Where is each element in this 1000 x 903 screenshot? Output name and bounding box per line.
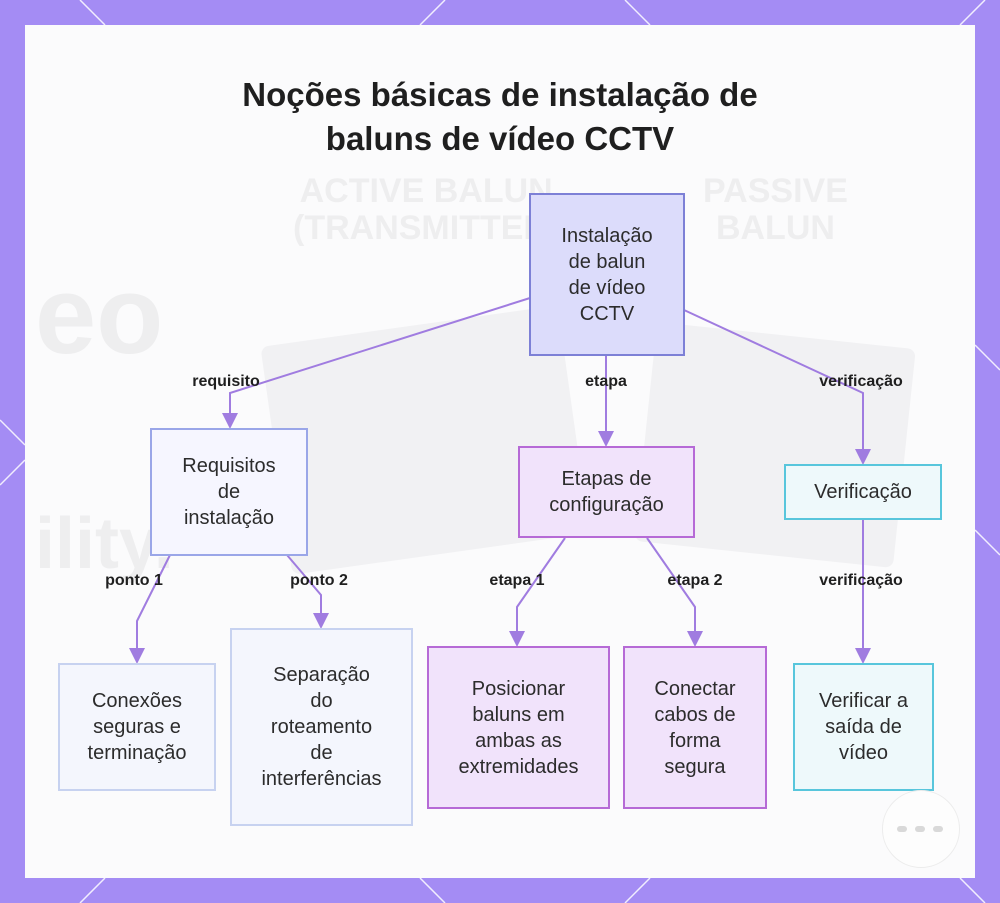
edge-label-verificacao: verificação	[819, 373, 903, 390]
watermark-deo: eo	[35, 254, 164, 377]
edge-etapas-conectar	[646, 537, 703, 647]
edge-label-etapa-1: etapa 1	[489, 572, 545, 589]
edge-label-ponto-1: ponto 1	[105, 572, 163, 589]
node-root[interactable]: Instalação de balun de vídeo CCTV	[529, 193, 685, 356]
edge-root-verificacao	[683, 309, 871, 465]
edge-label-etapa: etapa	[585, 373, 627, 390]
node-verificar[interactable]: Verificar a saída de vídeo	[793, 663, 934, 791]
edge-requisitos-conexoes	[129, 554, 171, 664]
node-verificacao[interactable]: Verificação	[784, 464, 942, 520]
edge-requisitos-separacao	[286, 554, 329, 629]
edge-layer	[129, 297, 871, 664]
edge-root-requisitos	[222, 297, 531, 429]
page-title: Noções básicas de instalação de baluns d…	[25, 73, 975, 161]
node-conectar[interactable]: Conectar cabos de forma segura	[623, 646, 767, 809]
title-line: baluns de vídeo CCTV	[325, 120, 675, 157]
diagram-canvas: ACTIVE BALUN (TRANSMITTER) PASSIVE BALUN…	[25, 25, 975, 878]
watermark-passive-balun: PASSIVE BALUN	[703, 172, 848, 248]
edge-label-verificacao-2: verificação	[819, 572, 903, 589]
node-requisitos[interactable]: Requisitos de instalação	[150, 428, 308, 556]
node-conexoes[interactable]: Conexões seguras e terminação	[58, 663, 216, 791]
node-separacao[interactable]: Separação do roteamento de interferência…	[230, 628, 413, 826]
node-posicionar[interactable]: Posicionar baluns em ambas as extremidad…	[427, 646, 610, 809]
edge-label-etapa-2: etapa 2	[667, 572, 723, 589]
edge-label-ponto-2: ponto 2	[290, 572, 348, 589]
edge-label-requisito: requisito	[192, 373, 260, 390]
title-line: Noções básicas de instalação de	[242, 76, 758, 113]
edge-etapas-posicionar	[509, 537, 566, 647]
watermark-active-balun: ACTIVE BALUN (TRANSMITTER)	[293, 172, 560, 248]
node-etapas[interactable]: Etapas de configuração	[518, 446, 695, 538]
watermark-logo-icon	[882, 790, 960, 868]
